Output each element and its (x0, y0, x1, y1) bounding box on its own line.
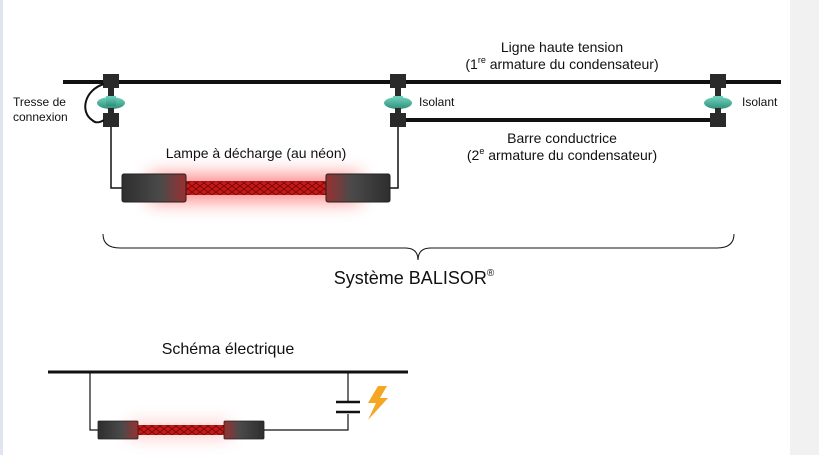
braid-label-line-2: connexion (13, 110, 68, 124)
schema-wire-right (264, 414, 349, 431)
system-label: Système BALISOR® (334, 268, 495, 288)
electrical-schematic (48, 370, 408, 440)
left-border (0, 0, 3, 455)
system-brace (102, 233, 735, 261)
high-voltage-sublabel: (1re armature du condensateur) (465, 55, 658, 72)
bar-label: Barre conductrice (507, 130, 617, 146)
bar-sublabel: (2e armature du condensateur) (467, 146, 657, 163)
insulator-middle (384, 74, 412, 127)
schema-electrode-right (223, 420, 265, 440)
insulator-left (97, 74, 125, 127)
schema-neon-tube (136, 425, 226, 435)
lamp-label: Lampe à décharge (au néon) (166, 145, 347, 161)
lightning-icon (368, 386, 388, 420)
schema-electrode-left (97, 420, 139, 440)
lamp-wire-right (388, 127, 399, 189)
insulator-label-middle: Isolant (419, 95, 455, 109)
braid-label-line-1: Tresse de (13, 95, 66, 109)
neon-lamp (121, 173, 391, 203)
insulator-label-right: Isolant (742, 95, 778, 109)
right-border (790, 0, 819, 455)
lamp-wire-left (110, 127, 122, 189)
high-voltage-label: Ligne haute tension (501, 39, 623, 55)
schema-title: Schéma électrique (162, 341, 295, 358)
connection-braid (84, 83, 105, 124)
insulator-right (704, 74, 732, 127)
schema-wire-left (89, 372, 98, 431)
